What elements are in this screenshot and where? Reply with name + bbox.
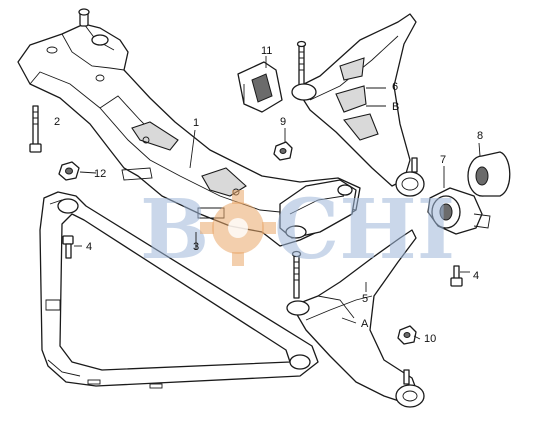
callout-11: 11 [261,45,272,57]
callout-1: 1 [193,117,199,129]
nut-10 [397,325,417,345]
callout-8: 8 [477,130,483,142]
callout-A: A [361,318,369,330]
bushing-8 [467,151,511,197]
bolt-left [62,235,74,259]
nut-9 [273,141,293,161]
lower-control-arm [286,229,425,408]
rubber-mount-7 [427,187,491,235]
callout-5: 5 [362,293,368,305]
bolt-long [29,105,42,153]
callout-7: 7 [440,154,446,166]
callout-6: 6 [392,81,398,93]
watermark-text-right: CHI [274,182,455,278]
callout-2: 2 [54,116,60,128]
callouts: 1 2 3 4 4 5 6 7 8 9 10 11 12 A B [54,45,483,345]
front-axle-carrier [17,8,361,247]
callout-3: 3 [193,241,199,253]
watermark-text-left: B [140,182,209,278]
gear-icon [200,190,276,266]
callout-B: B [392,101,399,113]
watermark: B CHI [140,182,455,278]
bracket-11 [237,61,283,113]
nut-12 [58,161,80,181]
callout-4-right: 4 [473,270,479,282]
callout-12: 12 [94,168,106,180]
callout-4-left: 4 [86,241,92,253]
callout-9: 9 [280,116,286,128]
callout-10: 10 [424,333,436,345]
reinforcement-plate [39,191,319,389]
leader-lines [74,56,481,340]
bolt-right [450,265,463,287]
upper-control-arm [291,13,425,197]
